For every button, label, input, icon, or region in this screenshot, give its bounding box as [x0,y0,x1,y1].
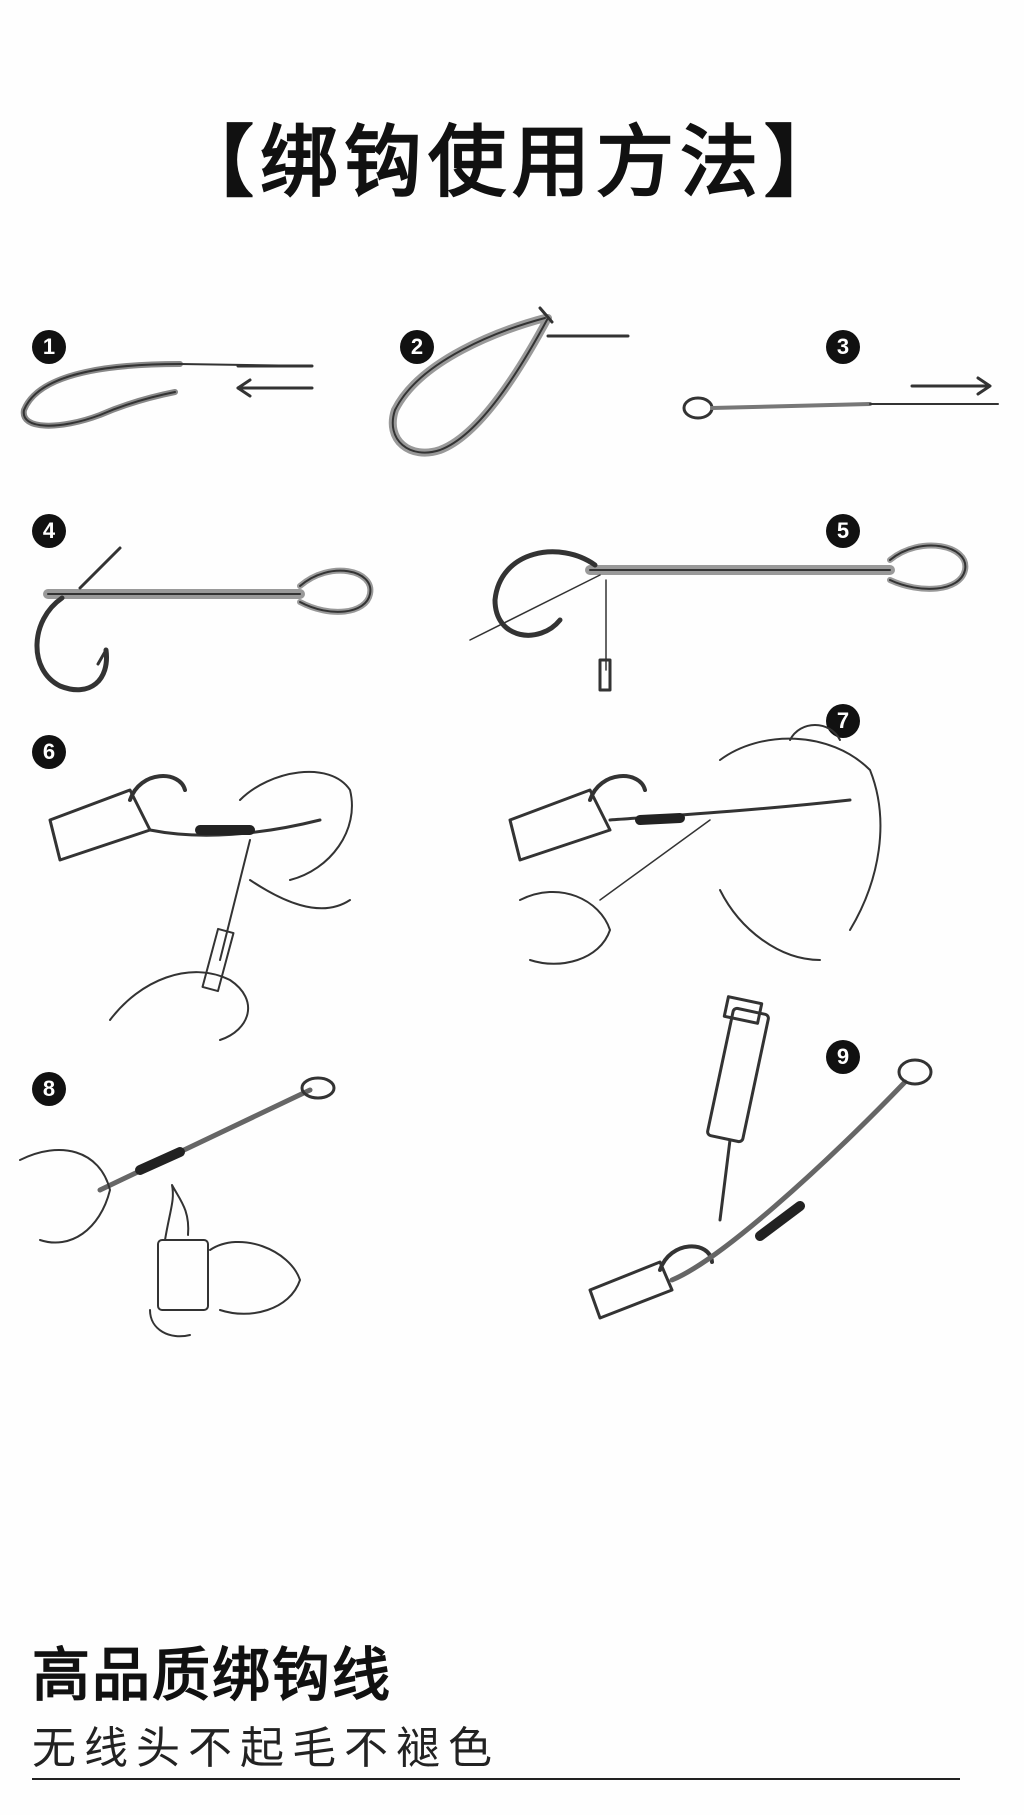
step-number-7: 7 [826,704,860,738]
page-title: 【绑钩使用方法】 [175,118,848,208]
step-number-9: 9 [826,1040,860,1074]
step-3-illustration [682,376,999,420]
step-number-2: 2 [400,330,434,364]
step-number-1: 1 [32,330,66,364]
step-number-6: 6 [32,735,66,769]
step-9-illustration [588,995,933,1320]
step-8-illustration [19,1076,336,1338]
step-7-illustration [508,724,882,965]
step-number-5: 5 [826,514,860,548]
footer-divider [32,1778,960,1780]
footer-subtitle: 无线头不起毛不褪色 [32,1723,500,1774]
hook-tying-illustrations [19,306,999,1338]
step-1-illustration [20,361,314,429]
step-number-3: 3 [826,330,860,364]
step-6-illustration [48,770,353,1041]
step-number-8: 8 [32,1072,66,1106]
footer-title: 高品质绑钩线 [32,1641,393,1709]
step-number-4: 4 [32,514,66,548]
step-4-illustration [34,546,374,693]
step-5-illustration [469,542,969,692]
step-2-illustration [388,306,630,457]
